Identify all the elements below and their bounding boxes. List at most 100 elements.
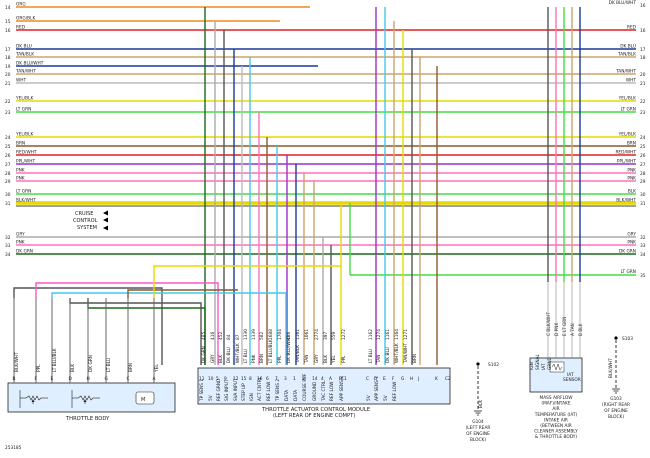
wire-num-20: 20 xyxy=(5,72,11,78)
wire-rnum-33: 33 xyxy=(640,243,646,249)
tac-func-2: REF GRND xyxy=(216,378,222,401)
wire-rlabel-30: BLK xyxy=(628,189,636,195)
tac-wire-16: PPL xyxy=(341,355,347,363)
maf-title-6: CLEANER ASSEMBLY xyxy=(534,429,578,435)
tac-func-8: REF LOW xyxy=(266,381,272,401)
tac-circuit-20: 1164 xyxy=(394,329,400,340)
tac-pin-2: 2 xyxy=(302,376,305,382)
tac-pin-E: E xyxy=(383,376,386,382)
wire-label-17: DK BLU xyxy=(16,44,32,50)
wire-label-14: ORG xyxy=(16,2,26,8)
wire-num-23: 23 xyxy=(5,110,11,116)
tac-func-18: APP SENS 1 xyxy=(374,376,380,401)
tb-pin-A: A xyxy=(153,376,156,382)
wire-label-20: TAN/WHT xyxy=(15,69,36,75)
tac-pin-4: 4 xyxy=(321,376,324,382)
tac-title: THROTTLE ACTUATOR CONTROL MODULE xyxy=(261,407,370,413)
potentiometer-icon xyxy=(19,390,48,408)
tac-circuit-6: 1339 xyxy=(251,329,257,340)
tb-pin-D: D xyxy=(69,376,73,382)
wire-label-15: ORG/BLK xyxy=(16,16,35,22)
maf-title-7: & THROTTLE BODY) xyxy=(535,434,578,440)
maf-title-3: TEMPERATURE (IAT) xyxy=(534,412,578,418)
wire-rlabel-32: GRY xyxy=(627,232,636,238)
g103-wire-label: BLK/WHT xyxy=(608,358,614,378)
tac-circuit-4: 87 xyxy=(235,334,241,340)
tac-pin-F: F xyxy=(392,376,395,382)
tac-pin-B: B xyxy=(339,376,342,382)
tac-circuit-18: 1274 xyxy=(376,329,382,340)
tac-wire-12: TAN xyxy=(304,355,310,364)
tac-pin-1: 1 xyxy=(293,376,296,382)
maf-pin-B: B BLK xyxy=(578,323,584,336)
wire-rlabel-23: LT GRN xyxy=(621,107,636,113)
wire-rnum-32: 32 xyxy=(640,235,646,241)
wire-label-16: RED xyxy=(16,25,26,31)
wire-num-30: 30 xyxy=(5,192,11,198)
wire-label-27: PPL/WHT xyxy=(16,159,36,165)
cruise-control-callout: CRUISE CONTROL SYSTEM xyxy=(73,210,108,231)
tac-pin-K: K xyxy=(435,376,438,382)
maf-pin-C: C BLK/WHT xyxy=(546,312,552,336)
ground-icon xyxy=(474,410,482,416)
wire-num-15: 15 xyxy=(5,19,11,25)
wire-num-33: 33 xyxy=(5,243,11,249)
tb-wire-label-B: BLK/WHT xyxy=(14,352,20,372)
tb-pin-G: G xyxy=(105,376,108,382)
tac-circuit-1: 416 xyxy=(210,332,216,340)
g103-line-2: OF ENGINE xyxy=(604,408,628,414)
tac-wire-9: PPL xyxy=(277,355,283,363)
g104-line-3: BLOCK) xyxy=(470,437,486,443)
tb-wire-label-A: YEL xyxy=(154,364,160,373)
g103-line-3: BLOCK) xyxy=(608,414,624,420)
wire-num-31: 31 xyxy=(5,201,11,207)
wire-num-25: 25 xyxy=(5,144,11,150)
maf-pin-D: D PNK xyxy=(554,323,560,336)
wire-rnum-34: 34 xyxy=(640,252,646,258)
wire-rlabel-33: PNK xyxy=(627,240,636,246)
wire-label-31: BLK/WHT xyxy=(16,198,36,204)
wire-num-19: 19 xyxy=(5,64,11,70)
motor-icon: M xyxy=(135,391,155,405)
maf-label-1: SIGNAL xyxy=(535,354,541,370)
potentiometer-icon xyxy=(71,390,100,408)
tac-pin-16: 16 xyxy=(257,376,263,382)
wire-rlabel-27: PPL/WHT xyxy=(617,159,637,165)
tac-func-16: APP SENS 2 xyxy=(339,376,345,401)
wire-num-27: 27 xyxy=(5,162,11,168)
wire-rnum-23: 23 xyxy=(640,110,646,116)
wire-rlabel-22: YEL/BLK xyxy=(618,96,637,102)
wire-rnum-16: 16 xyxy=(640,28,646,34)
wire-rlabel-28: PNK xyxy=(627,168,636,174)
tb-pin-F: F xyxy=(35,376,38,382)
tb-wire-blkwht xyxy=(13,287,163,365)
wire-num-14: 14 xyxy=(5,5,11,11)
wire-rnum-21: 21 xyxy=(640,81,646,87)
wire-rlabel-29: PNK xyxy=(627,176,636,182)
tac-pin-J: J xyxy=(417,376,419,382)
wire-rnum-30: 30 xyxy=(640,192,646,198)
thermistor-icon xyxy=(551,363,563,371)
wire-rnum-25: 25 xyxy=(640,144,646,150)
tac-pin-H: H xyxy=(410,376,413,382)
g104-line-2: OF ENGINE xyxy=(466,431,490,437)
tac-circuit-15: 559 xyxy=(331,332,337,340)
wire-label-32: GRY xyxy=(16,232,25,238)
tb-wire-brn xyxy=(127,289,238,298)
tac-wire-13: GRY xyxy=(314,354,320,363)
wire-num-22: 22 xyxy=(5,99,11,105)
wire-rnum-24: 24 xyxy=(640,135,646,141)
wire-rlabel-18: TAN/BLK xyxy=(617,52,636,58)
tac-wire-6: PNK xyxy=(251,354,257,363)
wire-rlabel-26: RED/WHT xyxy=(615,150,636,156)
maf-title-0: MASS AIRFLOW xyxy=(539,395,573,401)
wire-35-label: LT GRN xyxy=(621,269,636,275)
wire-label-25: BRN xyxy=(16,141,25,147)
wire-rnum-31: 31 xyxy=(640,201,646,207)
arrow-icon xyxy=(103,217,108,223)
